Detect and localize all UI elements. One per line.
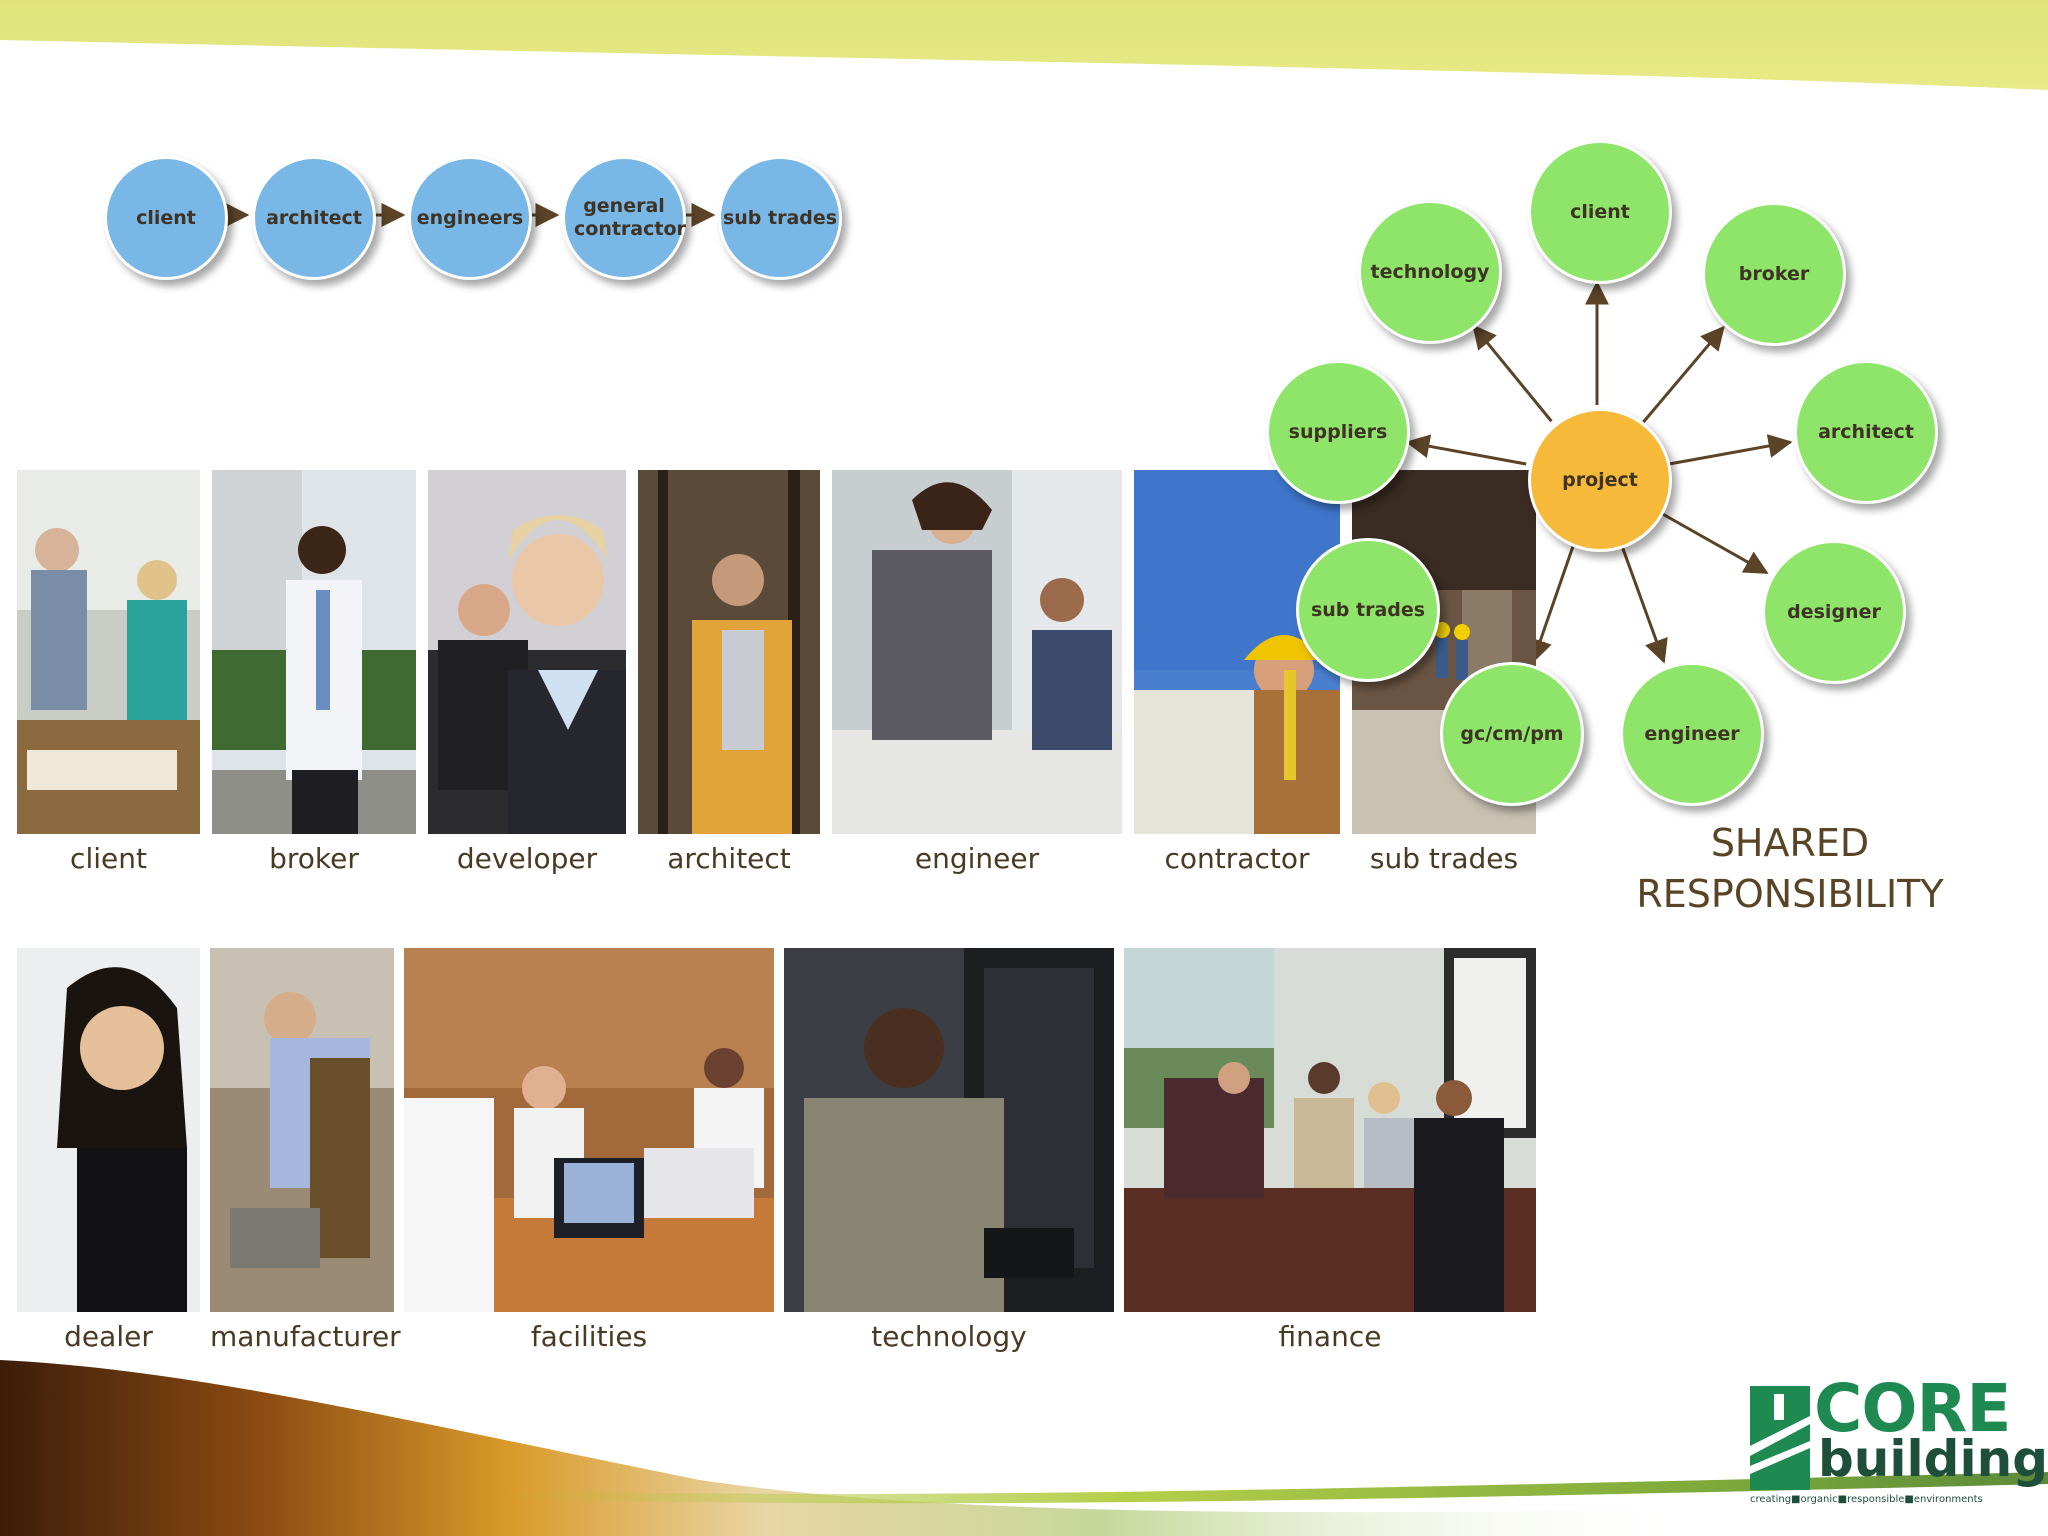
caption-dealer: dealer bbox=[64, 1320, 153, 1353]
photo-broker bbox=[212, 470, 416, 834]
hub-node-label: technology bbox=[1370, 260, 1490, 283]
hub-spoke-arrow bbox=[1658, 511, 1769, 574]
photo-client bbox=[17, 470, 200, 834]
caption-sub-trades: sub trades bbox=[1369, 842, 1519, 875]
hub-center-project: project bbox=[1528, 408, 1672, 552]
photo-developer bbox=[428, 470, 626, 834]
hub-node-label: sub trades bbox=[1310, 598, 1426, 621]
top-decorative-band bbox=[0, 0, 2048, 90]
hub-node-client: client bbox=[1528, 140, 1672, 284]
core-building-logo: CORE building creating■organic■responsib… bbox=[1748, 1376, 2048, 1510]
hub-spoke-arrow bbox=[1405, 434, 1527, 466]
shared-title-line1: SHARED bbox=[1710, 821, 1870, 865]
shared-responsibility-title: SHARED RESPONSIBILITY bbox=[1580, 818, 2000, 921]
flow-node-sub-trades: sub trades bbox=[718, 156, 842, 280]
hub-spoke-arrow bbox=[1642, 325, 1725, 423]
flow-node-engineers: engineers bbox=[408, 156, 532, 280]
hub-node-architect: architect bbox=[1794, 360, 1938, 504]
flow-node-client: client bbox=[104, 156, 228, 280]
hub-spoke-arrow bbox=[1528, 544, 1575, 664]
caption-technology: technology bbox=[871, 1320, 1027, 1353]
hub-center-label: project bbox=[1562, 468, 1638, 491]
logo-mark-icon bbox=[1750, 1386, 1810, 1490]
hub-node-label: client bbox=[1570, 200, 1630, 223]
flow-node-label: general contractor bbox=[574, 195, 686, 240]
flow-node-label: sub trades bbox=[722, 206, 838, 229]
caption-facilities: facilities bbox=[530, 1320, 648, 1353]
photo-technology bbox=[784, 948, 1114, 1312]
hub-node-technology: technology bbox=[1358, 200, 1502, 344]
logo-tagline: creating■organic■responsible■environment… bbox=[1750, 1494, 1983, 1505]
hub-node-gc-cm-pm: gc/cm/pm bbox=[1440, 662, 1584, 806]
hub-node-label: gc/cm/pm bbox=[1460, 722, 1564, 745]
photo-facilities bbox=[404, 948, 774, 1312]
flow-node-label: client bbox=[136, 206, 196, 229]
hub-node-label: architect bbox=[1818, 420, 1914, 443]
flow-node-general-contractor: general contractor bbox=[562, 156, 686, 280]
hub-node-engineer: engineer bbox=[1620, 662, 1764, 806]
photo-architect bbox=[638, 470, 820, 834]
flow-node-label: architect bbox=[266, 206, 362, 229]
caption-contractor: contractor bbox=[1164, 842, 1310, 875]
shared-title-line2: RESPONSIBILITY bbox=[1636, 872, 1944, 917]
hub-spoke-arrow bbox=[1667, 434, 1793, 466]
caption-broker: broker bbox=[269, 842, 359, 875]
flow-node-label: engineers bbox=[416, 206, 524, 229]
caption-finance: finance bbox=[1278, 1320, 1382, 1353]
logo-word-building: building bbox=[1818, 1430, 2048, 1488]
hub-node-label: designer bbox=[1787, 600, 1881, 623]
hub-spoke-arrow bbox=[1620, 544, 1668, 664]
caption-engineer: engineer bbox=[914, 842, 1040, 875]
photo-finance bbox=[1124, 948, 1536, 1312]
caption-client: client bbox=[70, 842, 147, 875]
logo-word-core: CORE bbox=[1814, 1370, 2011, 1447]
hub-node-suppliers: suppliers bbox=[1266, 360, 1410, 504]
hub-node-sub-trades: sub trades bbox=[1296, 538, 1440, 682]
bottom-decorative-swoosh bbox=[0, 1360, 2048, 1536]
photo-contractor bbox=[1134, 470, 1340, 834]
photo-manufacturer bbox=[210, 948, 394, 1312]
hub-spoke-arrow bbox=[1472, 324, 1553, 423]
photo-dealer bbox=[17, 948, 200, 1312]
hub-node-label: broker bbox=[1738, 262, 1810, 285]
hub-node-label: engineer bbox=[1644, 722, 1740, 745]
hub-node-label: suppliers bbox=[1288, 420, 1388, 443]
flow-node-architect: architect bbox=[252, 156, 376, 280]
caption-developer: developer bbox=[456, 842, 598, 875]
caption-architect: architect bbox=[667, 842, 791, 875]
caption-manufacturer: manufacturer bbox=[210, 1320, 401, 1353]
photo-engineer bbox=[832, 470, 1122, 834]
hub-node-broker: broker bbox=[1702, 202, 1846, 346]
hub-node-designer: designer bbox=[1762, 540, 1906, 684]
